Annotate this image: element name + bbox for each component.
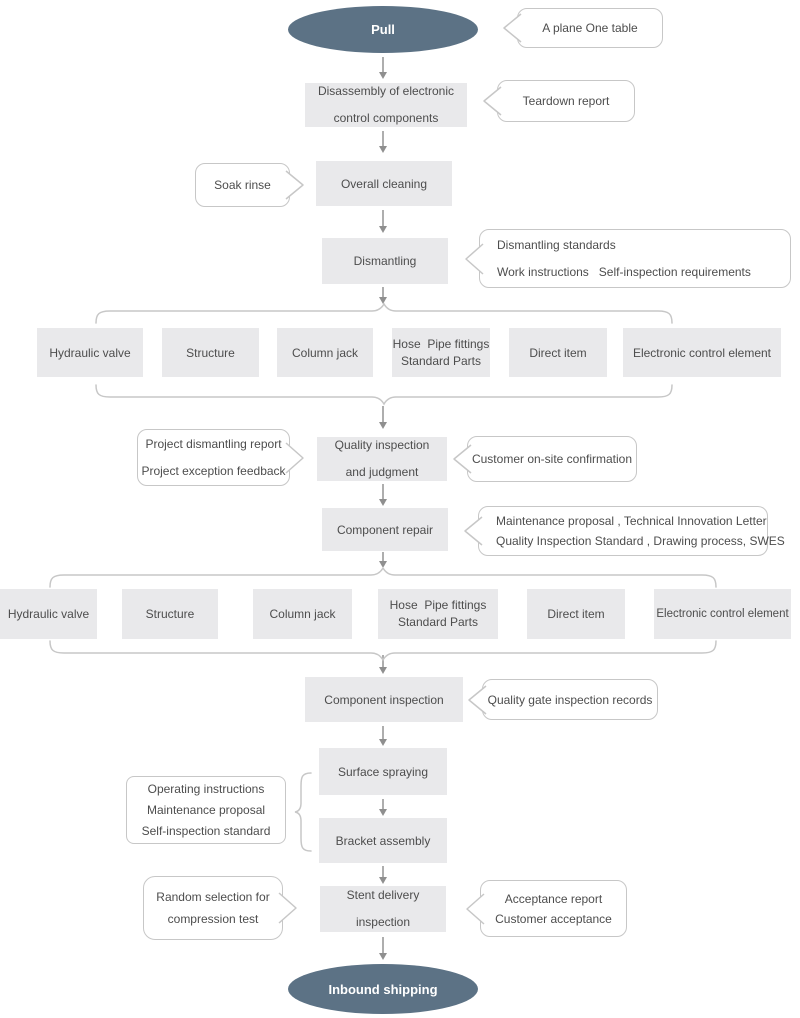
branch2-hose-fittings: Hose Pipe fittings Standard Parts xyxy=(378,589,498,639)
flow-arrow xyxy=(378,287,387,304)
branch-label: Electronic control element xyxy=(632,345,772,360)
callout-plane-table: A plane One table xyxy=(503,8,663,48)
flow-arrow xyxy=(378,406,387,429)
flow-arrow xyxy=(378,484,387,506)
callout-text: Operating instructions Maintenance propo… xyxy=(141,781,271,838)
step-label: Quality inspection and judgment xyxy=(334,438,430,479)
callout-operating-docs: Operating instructions Maintenance propo… xyxy=(126,776,286,844)
branch2-structure: Structure xyxy=(122,589,218,639)
callout-project-reports: Project dismantling report Project excep… xyxy=(137,429,304,486)
callout-text: Project dismantling report Project excep… xyxy=(141,436,286,478)
step-quality-inspection: Quality inspection and judgment xyxy=(317,437,447,481)
callout-repair-docs: Maintenance proposal , Technical Innovat… xyxy=(464,506,785,556)
branch1-electronic-control: Electronic control element xyxy=(623,328,781,377)
branch-label: Column jack xyxy=(291,345,359,360)
terminal-end-label: Inbound shipping xyxy=(328,981,438,997)
callout-text: Dismantling standards Work instructions … xyxy=(497,237,751,279)
branch2-hydraulic-valve: Hydraulic valve xyxy=(0,589,97,639)
flow-arrow xyxy=(378,210,387,233)
branch2-column-jack: Column jack xyxy=(253,589,352,639)
callout-customer-confirmation: Customer on-site confirmation xyxy=(453,436,637,482)
step-label: Stent delivery inspection xyxy=(346,888,420,929)
branch-label: Structure xyxy=(186,345,235,360)
flow-arrow xyxy=(378,552,387,568)
step-component-inspection: Component inspection xyxy=(305,677,463,722)
branch-label: Electronic control element xyxy=(656,608,789,620)
flow-arrow xyxy=(378,131,387,153)
branch2-electronic-control: Electronic control element xyxy=(654,589,791,639)
callout-text: Random selection for compression test xyxy=(156,890,270,926)
callout-text: Acceptance report Customer acceptance xyxy=(495,891,612,926)
step-bracket-assembly: Bracket assembly xyxy=(319,818,447,863)
distribute-brace-top-icon xyxy=(95,302,673,324)
flow-arrow xyxy=(378,726,387,746)
callout-text: Teardown report xyxy=(522,94,610,108)
step-stent-delivery: Stent delivery inspection xyxy=(320,886,446,932)
branch1-hydraulic-valve: Hydraulic valve xyxy=(37,328,143,377)
terminal-start: Pull xyxy=(288,6,478,53)
callout-text: Maintenance proposal , Technical Innovat… xyxy=(496,514,785,548)
collect-brace-bottom-icon xyxy=(95,384,673,406)
callout-text: A plane One table xyxy=(542,21,638,35)
callout-text: Soak rinse xyxy=(214,178,271,192)
branch-label: Column jack xyxy=(269,607,336,621)
flow-arrow xyxy=(378,937,387,960)
step-label: Dismantling xyxy=(353,254,417,268)
callout-tail-left-icon xyxy=(466,892,485,925)
callout-tail-left-icon xyxy=(464,516,483,546)
branch1-hose-fittings: Hose Pipe fittings Standard Parts xyxy=(392,328,490,377)
step-surface-spraying: Surface spraying xyxy=(319,748,447,795)
callout-tail-right-icon xyxy=(285,170,304,200)
branch-label: Hose Pipe fittings Standard Parts xyxy=(389,598,487,629)
branch2-direct-item: Direct item xyxy=(527,589,625,639)
branch-label: Structure xyxy=(145,607,195,621)
callout-tail-right-icon xyxy=(285,441,304,474)
branch1-direct-item: Direct item xyxy=(509,328,607,377)
callout-tail-left-icon xyxy=(453,444,472,474)
step-disassembly: Disassembly of electronic control compon… xyxy=(305,83,467,127)
branch-label: Hose Pipe fittings Standard Parts xyxy=(392,336,490,368)
step-label: Surface spraying xyxy=(337,764,429,779)
callout-random-compression: Random selection for compression test xyxy=(143,876,297,940)
callout-soak-rinse: Soak rinse xyxy=(195,163,304,207)
collect-brace-bottom-icon xyxy=(49,640,717,662)
step-dismantling: Dismantling xyxy=(322,238,448,284)
callout-tail-left-icon xyxy=(465,242,484,275)
grouping-brace-icon xyxy=(294,772,312,852)
flow-arrow xyxy=(378,866,387,884)
branch1-column-jack: Column jack xyxy=(277,328,373,377)
callout-dismantling-standards: Dismantling standards Work instructions … xyxy=(465,229,791,288)
flow-arrow xyxy=(378,799,387,816)
distribute-brace-top-icon xyxy=(49,566,717,588)
step-label: Overall cleaning xyxy=(340,176,428,191)
callout-acceptance: Acceptance report Customer acceptance xyxy=(466,880,627,937)
branch-label: Direct item xyxy=(529,345,587,360)
branch-label: Hydraulic valve xyxy=(7,607,90,621)
step-label: Component repair xyxy=(336,522,434,537)
flow-arrow xyxy=(378,57,387,79)
callout-teardown-report: Teardown report xyxy=(483,80,635,122)
callout-text: Quality gate inspection records xyxy=(487,692,653,707)
branch-label: Hydraulic valve xyxy=(49,345,131,360)
terminal-start-label: Pull xyxy=(371,22,395,37)
step-label: Bracket assembly xyxy=(335,833,431,848)
callout-tail-left-icon xyxy=(483,86,502,116)
callout-tail-left-icon xyxy=(503,13,522,43)
terminal-end: Inbound shipping xyxy=(288,964,478,1014)
step-label: Component inspection xyxy=(324,692,444,707)
callout-tail-right-icon xyxy=(278,892,297,924)
step-overall-cleaning: Overall cleaning xyxy=(316,161,452,206)
callout-text: Customer on-site confirmation xyxy=(471,452,633,466)
step-component-repair: Component repair xyxy=(322,508,448,551)
callout-tail-left-icon xyxy=(468,684,487,715)
callout-quality-gate: Quality gate inspection records xyxy=(468,679,658,720)
step-label: Disassembly of electronic control compon… xyxy=(317,84,455,125)
branch-label: Direct item xyxy=(547,607,605,621)
branch1-structure: Structure xyxy=(162,328,259,377)
